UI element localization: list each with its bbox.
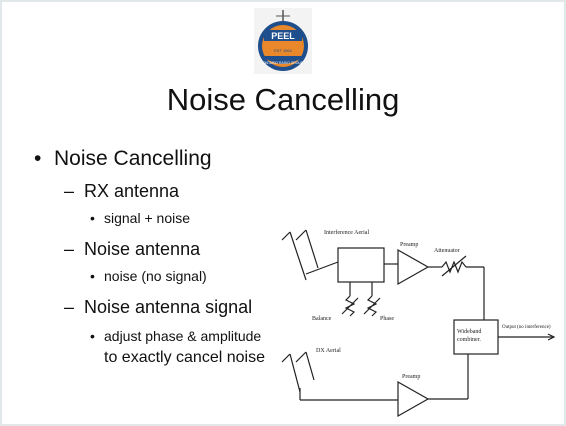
diagram-label-preamp-bottom: Preamp xyxy=(402,374,420,380)
bullet-item: –RX antenna xyxy=(64,181,180,201)
diagram-label-combiner-1: Wideband xyxy=(457,329,481,335)
diagram-label-phase: Phase xyxy=(380,316,394,322)
bullet-item: •noise (no signal) xyxy=(90,268,207,284)
slide-title: Noise Cancelling xyxy=(166,82,400,117)
logo-bottom-text: ONTARIO RADIO GROUP xyxy=(263,61,304,65)
bullet-item: •adjust phase & amplitude xyxy=(90,328,262,344)
diagram-label-balance: Balance xyxy=(312,316,332,322)
bullet-item: –Noise antenna xyxy=(64,239,201,259)
peel-logo: PEEL EST 1962 ONTARIO RADIO GROUP xyxy=(254,8,312,74)
bullet-item: •signal + noise xyxy=(90,210,191,226)
bullet-item: –Noise antenna signal xyxy=(64,297,253,317)
bullet-item: to exactly cancel noise xyxy=(104,349,265,366)
diagram-label-preamp-top: Preamp xyxy=(400,242,418,248)
diagram-label-attenuator: Attenuator xyxy=(434,248,460,254)
noise-cancel-diagram: Interference Aerial Preamp Attenuator Ba… xyxy=(281,229,556,418)
logo-est-text: EST 1962 xyxy=(274,48,292,53)
diagram-label-output: Output (no interference) xyxy=(502,325,551,330)
diagram-label-combiner-2: combiner. xyxy=(457,337,481,343)
diagram-label-dx-aerial: DX Aerial xyxy=(316,348,341,354)
diagram-label-interference-aerial: Interference Aerial xyxy=(324,229,369,236)
logo-top-text: PEEL xyxy=(271,31,295,41)
bullet-item: •Noise Cancelling xyxy=(34,147,212,170)
